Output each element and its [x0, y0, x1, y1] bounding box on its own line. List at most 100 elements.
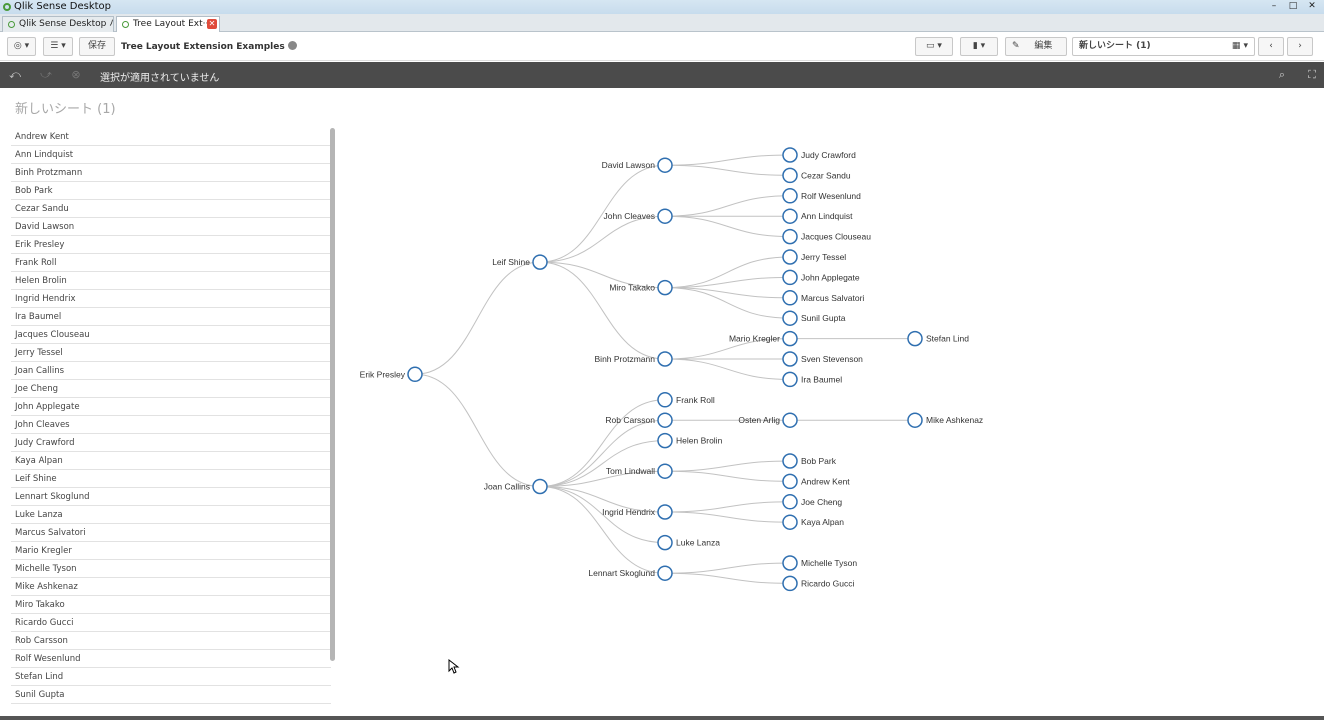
list-item[interactable]: Mike Ashkenaz: [11, 578, 331, 596]
tree-node-circle[interactable]: [782, 371, 798, 388]
tree-node-circle[interactable]: [657, 534, 673, 551]
tree-node[interactable]: Ricardo Gucci: [782, 575, 854, 592]
listbox-scrollbar[interactable]: [330, 128, 335, 661]
tree-node[interactable]: Kaya Alpan: [782, 514, 844, 530]
tree-node-circle[interactable]: [657, 279, 673, 296]
tree-node[interactable]: David Lawson: [602, 157, 673, 173]
list-item[interactable]: Erik Presley: [11, 236, 331, 254]
tree-node-circle[interactable]: [782, 208, 798, 224]
list-item[interactable]: Binh Protzmann: [11, 164, 331, 182]
list-item[interactable]: Judy Crawford: [11, 434, 331, 452]
tree-node-circle[interactable]: [782, 310, 798, 326]
tree-node-circle[interactable]: [657, 392, 673, 408]
info-icon[interactable]: [287, 41, 297, 50]
list-item[interactable]: Jacques Clouseau: [11, 326, 331, 344]
tree-node[interactable]: Rolf Wesenlund: [782, 188, 861, 204]
tree-node-circle[interactable]: [782, 473, 798, 490]
list-item[interactable]: Ricardo Gucci: [11, 614, 331, 632]
tree-node[interactable]: Sven Stevenson: [782, 351, 863, 367]
list-item[interactable]: Sunil Gupta: [11, 686, 331, 704]
list-item[interactable]: Frank Roll: [11, 254, 331, 272]
tree-node-circle[interactable]: [782, 351, 798, 367]
save-button[interactable]: 保存: [79, 37, 115, 56]
tree-node[interactable]: Joe Cheng: [782, 494, 842, 510]
list-item[interactable]: Rob Carsson: [11, 632, 331, 650]
tab-hub[interactable]: Qlik Sense Desktop ハブ: [2, 16, 114, 32]
tree-node-circle[interactable]: [782, 412, 798, 428]
tree-node-circle[interactable]: [782, 453, 798, 469]
present-button[interactable]: ▭ ▾: [915, 37, 953, 56]
tree-node-circle[interactable]: [782, 269, 798, 286]
tree-node[interactable]: Bob Park: [782, 453, 837, 469]
tree-node-circle[interactable]: [657, 565, 673, 581]
tree-node[interactable]: Jerry Tessel: [782, 249, 846, 265]
tree-node[interactable]: Andrew Kent: [782, 473, 850, 490]
list-item[interactable]: Rolf Wesenlund: [11, 650, 331, 668]
tree-node-circle[interactable]: [782, 555, 798, 571]
tree-node[interactable]: Michelle Tyson: [782, 555, 857, 571]
tree-node[interactable]: Cezar Sandu: [782, 167, 851, 184]
navigation-menu-button[interactable]: ◎ ▾: [7, 37, 36, 56]
tree-node-circle[interactable]: [782, 249, 798, 265]
tree-node-circle[interactable]: [532, 254, 548, 270]
tree-node[interactable]: Jacques Clouseau: [782, 228, 871, 245]
tree-node-circle[interactable]: [657, 351, 673, 367]
tree-node[interactable]: Judy Crawford: [782, 147, 856, 163]
tree-node-circle[interactable]: [782, 188, 798, 204]
list-item[interactable]: Helen Brolin: [11, 272, 331, 290]
tree-node-circle[interactable]: [657, 463, 673, 479]
list-item[interactable]: Marcus Salvatori: [11, 524, 331, 542]
tree-node[interactable]: Tom Lindwall: [606, 463, 673, 479]
list-item[interactable]: Miro Takako: [11, 596, 331, 614]
maximize-button[interactable]: □: [1288, 1, 1298, 11]
tree-node-circle[interactable]: [532, 478, 548, 495]
tree-node[interactable]: Luke Lanza: [657, 534, 720, 551]
tree-node-circle[interactable]: [657, 432, 673, 449]
bookmark-button[interactable]: ▮ ▾: [960, 37, 998, 56]
tree-node-circle[interactable]: [907, 330, 923, 347]
tree-node-circle[interactable]: [782, 290, 798, 306]
list-menu-button[interactable]: ☰ ▾: [43, 37, 73, 56]
list-item[interactable]: Lennart Skoglund: [11, 488, 331, 506]
minimize-button[interactable]: –: [1271, 1, 1277, 11]
list-item[interactable]: Ingrid Hendrix: [11, 290, 331, 308]
list-item[interactable]: Ann Lindquist: [11, 146, 331, 164]
tree-node-circle[interactable]: [782, 228, 798, 245]
list-item[interactable]: Andrew Kent: [11, 128, 331, 146]
list-item[interactable]: Stefan Lind: [11, 668, 331, 686]
list-item[interactable]: Bob Park: [11, 182, 331, 200]
list-item[interactable]: Kaya Alpan: [11, 452, 331, 470]
list-item[interactable]: Mario Kregler: [11, 542, 331, 560]
tree-node-circle[interactable]: [782, 575, 798, 592]
tree-node-circle[interactable]: [657, 208, 673, 224]
tree-node-circle[interactable]: [657, 412, 673, 428]
next-sheet-button[interactable]: ›: [1287, 37, 1313, 56]
tree-node-circle[interactable]: [657, 504, 673, 520]
list-item[interactable]: Joan Callins: [11, 362, 331, 380]
list-item[interactable]: John Applegate: [11, 398, 331, 416]
list-item[interactable]: Leif Shine: [11, 470, 331, 488]
previous-sheet-button[interactable]: ‹: [1258, 37, 1284, 56]
list-item[interactable]: Cezar Sandu: [11, 200, 331, 218]
sheet-selector[interactable]: 新しいシート (1) ▦ ▾: [1072, 37, 1255, 56]
tree-node[interactable]: Frank Roll: [657, 392, 715, 408]
step-forward-icon[interactable]: ⤻: [40, 68, 52, 81]
tree-node-circle[interactable]: [782, 514, 798, 530]
tree-node[interactable]: Stefan Lind: [907, 330, 969, 347]
tree-node[interactable]: Joan Callins: [484, 478, 548, 495]
close-window-button[interactable]: ✕: [1308, 1, 1316, 11]
list-item[interactable]: Jerry Tessel: [11, 344, 331, 362]
tree-node[interactable]: Ingrid Hendrix: [602, 504, 673, 520]
clear-selections-icon[interactable]: ⊗: [71, 68, 81, 81]
tree-node[interactable]: Mario Kregler: [729, 330, 798, 347]
tree-node-circle[interactable]: [782, 494, 798, 510]
selections-tool-icon[interactable]: ⛶: [1308, 68, 1316, 81]
tree-node-circle[interactable]: [657, 157, 673, 173]
tree-node-circle[interactable]: [782, 330, 798, 347]
tree-node[interactable]: Miro Takako: [609, 279, 673, 296]
tree-node[interactable]: John Applegate: [782, 269, 860, 286]
tree-node[interactable]: Erik Presley: [360, 366, 423, 383]
list-item[interactable]: Luke Lanza: [11, 506, 331, 524]
tree-node[interactable]: Mike Ashkenaz: [907, 412, 983, 428]
